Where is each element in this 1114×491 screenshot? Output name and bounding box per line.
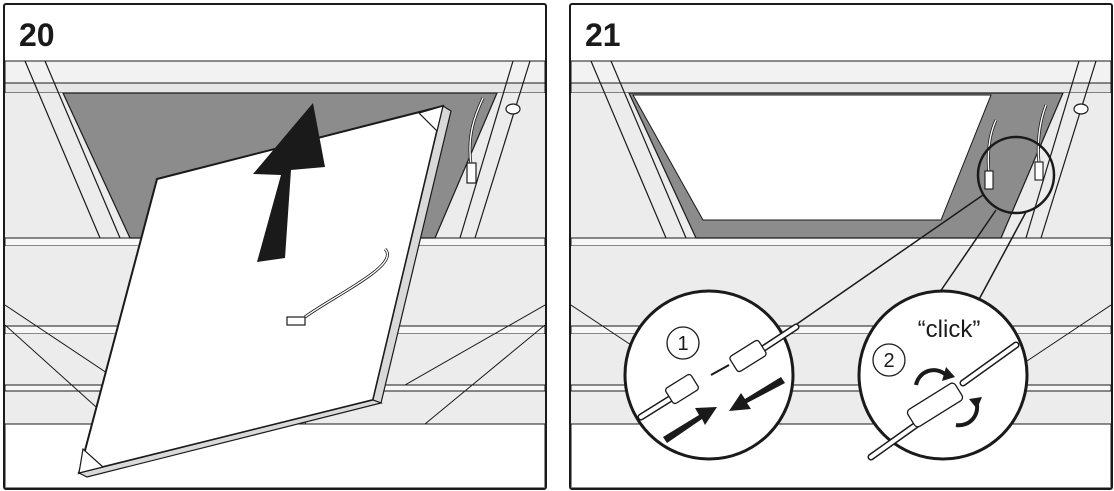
- rotate-arrow-icon: [914, 368, 948, 386]
- step-20-illustration: [5, 60, 545, 488]
- push-left-arrow-icon: [729, 377, 785, 411]
- ceiling-hole-icon: [505, 103, 521, 115]
- cable-connector-icon: [984, 170, 994, 190]
- zoom-detail-step-1: [623, 289, 800, 461]
- step-1-marker: 1: [677, 333, 688, 355]
- corner-bracket-icon: [78, 447, 105, 474]
- click-label: “click”: [918, 316, 981, 343]
- step-21-panel: 1 2 “click” 21: [569, 3, 1113, 490]
- step-number: 21: [585, 17, 621, 53]
- corner-bracket-icon: [417, 105, 444, 133]
- cable-connector-icon: [466, 162, 477, 184]
- panel-connector-icon: [286, 316, 306, 326]
- step-21-illustration: 1 2 “click”: [571, 60, 1111, 488]
- step-number: 20: [19, 17, 55, 53]
- detail-highlight-circle: [976, 135, 1056, 215]
- zoom-detail-step-2: [857, 289, 1029, 461]
- lift-up-arrow-icon: [253, 103, 325, 262]
- cable-connector-icon: [1034, 161, 1044, 181]
- push-right-arrow-icon: [663, 407, 717, 443]
- step-20-panel: 20: [3, 3, 547, 490]
- ceiling-hole-icon: [1073, 103, 1089, 115]
- step-2-marker: 2: [883, 350, 894, 372]
